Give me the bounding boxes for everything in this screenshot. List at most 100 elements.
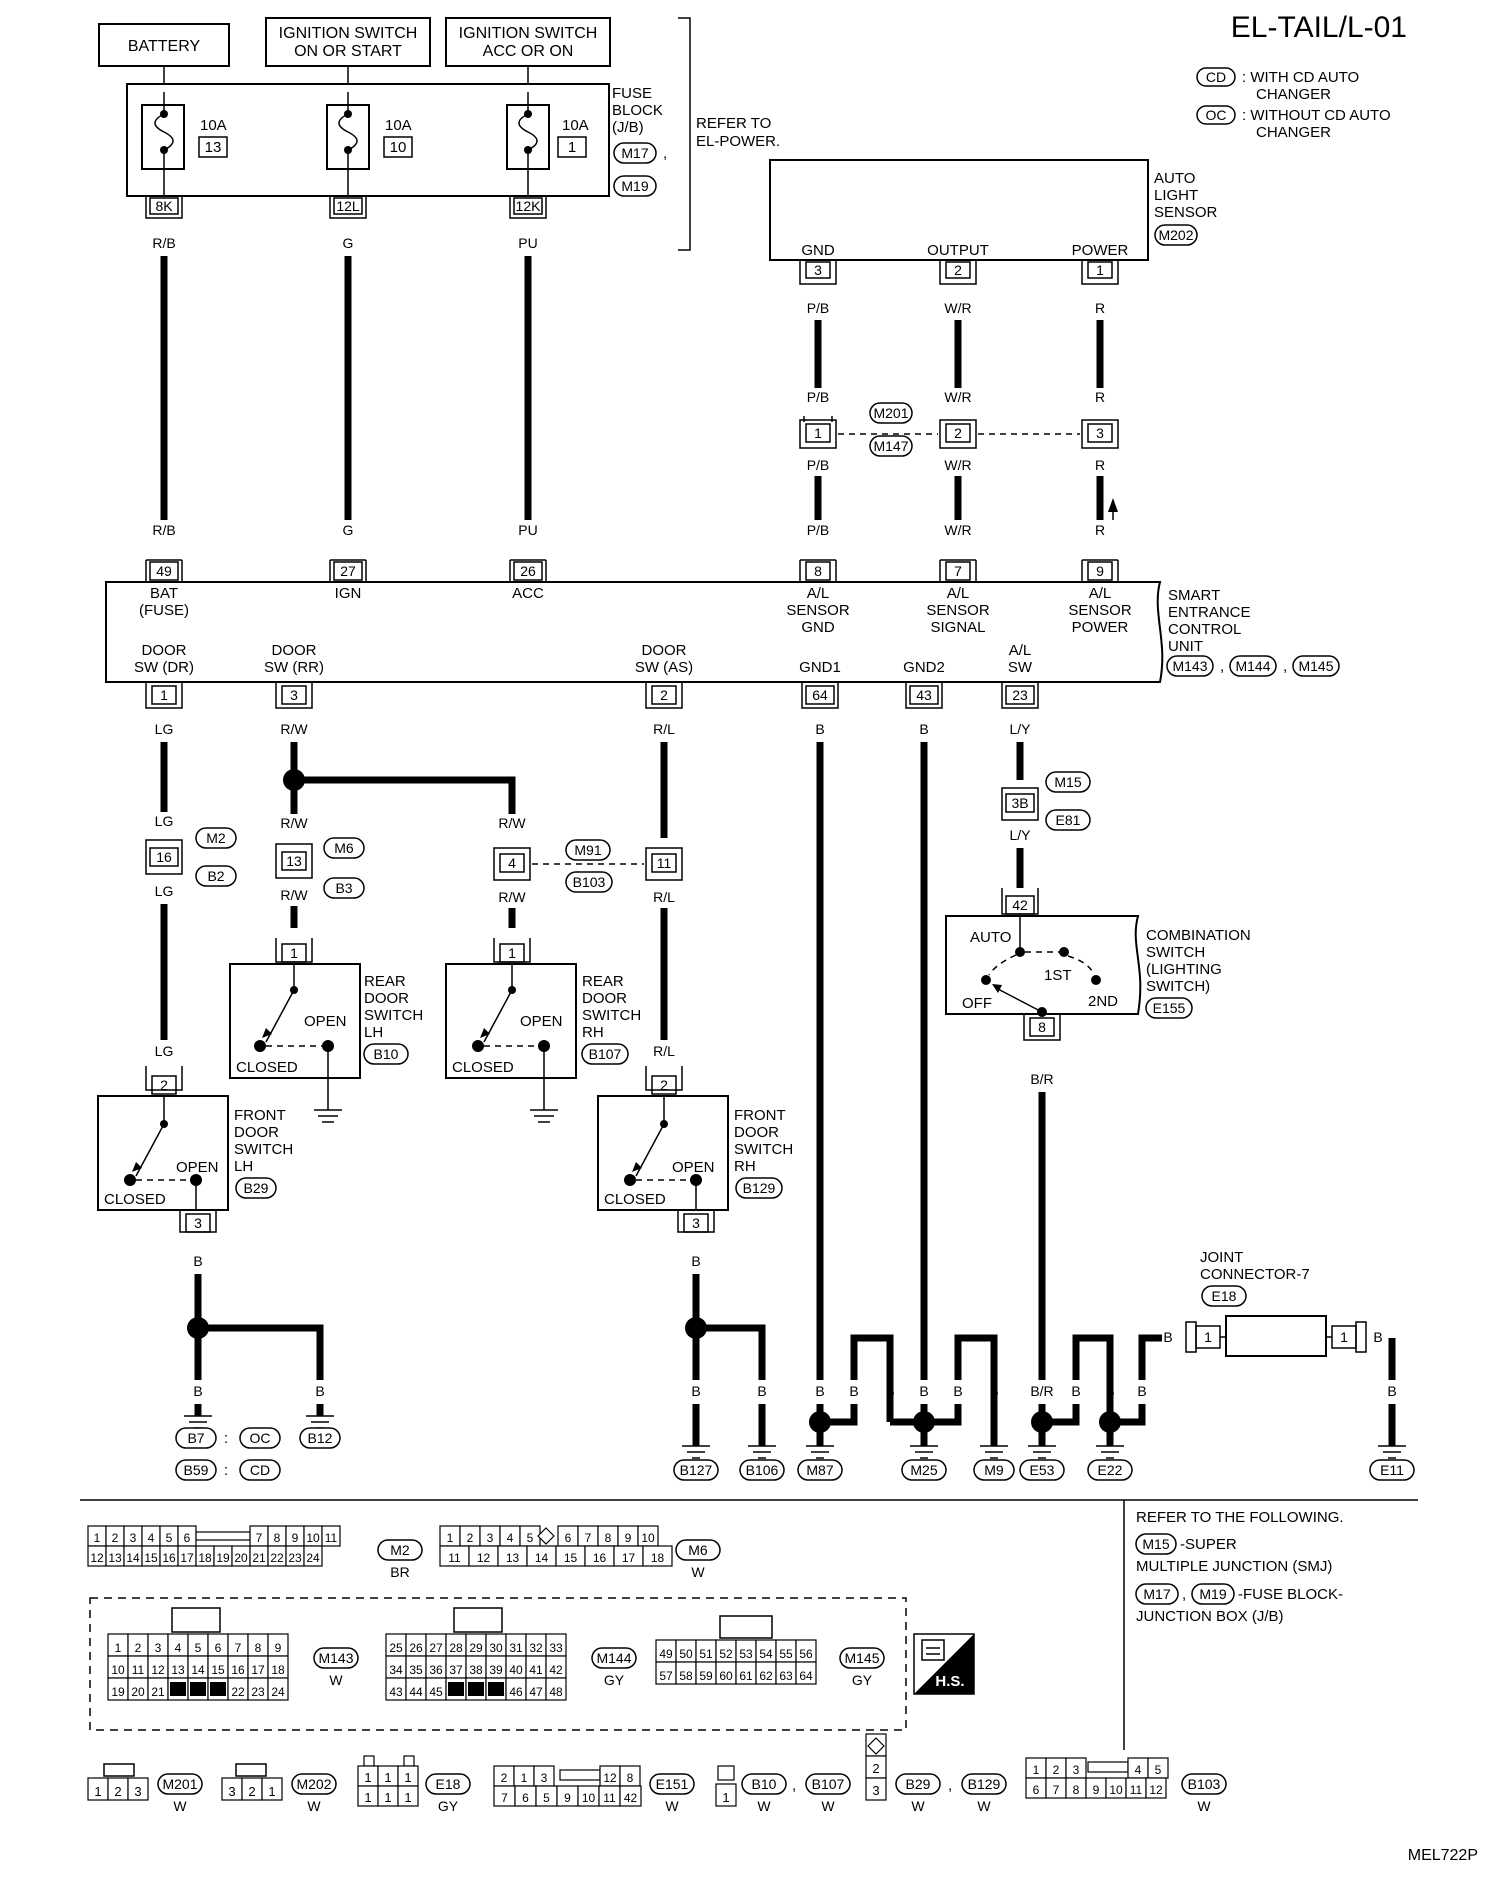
svg-text:BLOCK: BLOCK	[612, 102, 663, 119]
connector-pin: 7	[256, 1531, 263, 1545]
connector-pin: 17	[180, 1551, 194, 1565]
svg-text:GND: GND	[801, 242, 835, 259]
svg-text:IGNITION SWITCH: IGNITION SWITCH	[279, 25, 418, 42]
connector-pin: 4	[1135, 1763, 1142, 1777]
svg-text:1: 1	[160, 687, 168, 703]
ground-symbols	[184, 1415, 1406, 1459]
connector-pin: 14	[191, 1663, 205, 1677]
inline-connector-m2: 16 M2 B2	[145, 827, 237, 887]
svg-text:FRONT: FRONT	[734, 1107, 786, 1124]
svg-text:M9: M9	[984, 1462, 1004, 1478]
svg-text:M145: M145	[1298, 658, 1333, 674]
svg-text:(LIGHTING: (LIGHTING	[1146, 961, 1222, 978]
connector-pin: 14	[535, 1551, 549, 1565]
connector-pin: 12	[1149, 1783, 1163, 1797]
connector-pin: 8	[255, 1641, 262, 1655]
svg-text:B: B	[919, 721, 928, 737]
battery-box: BATTERY	[98, 23, 230, 67]
connector-name: M202	[296, 1776, 331, 1792]
connector-pin: 6	[522, 1791, 529, 1805]
connector-pin: 9	[292, 1531, 299, 1545]
svg-text:CD: CD	[1206, 69, 1226, 85]
ground-symbol	[1028, 1445, 1056, 1459]
connector-pin: 44	[409, 1685, 423, 1699]
svg-text:B59: B59	[184, 1462, 209, 1478]
connector-pin: 43	[389, 1685, 403, 1699]
svg-text:13: 13	[286, 853, 302, 869]
connector-pin: 11	[1130, 1783, 1143, 1797]
connector-pin: 9	[564, 1791, 571, 1805]
connector-pin: 9	[1093, 1783, 1100, 1797]
ground-symbol	[910, 1445, 938, 1459]
mid-connector-m201: 1 2 3 M201 M147	[799, 402, 1119, 457]
connector-pin: 42	[549, 1663, 563, 1677]
svg-text:LIGHT: LIGHT	[1154, 187, 1198, 204]
connector-pin: 60	[719, 1669, 733, 1683]
svg-text:43: 43	[916, 687, 932, 703]
svg-text:IGNITION SWITCH: IGNITION SWITCH	[459, 25, 598, 42]
connector-pin: 5	[1155, 1763, 1162, 1777]
svg-text:REFER TO THE FOLLOWING.: REFER TO THE FOLLOWING.	[1136, 1509, 1344, 1526]
connector-pin: 1	[521, 1771, 528, 1785]
svg-text:COMBINATION: COMBINATION	[1146, 927, 1251, 944]
connector-pin: 3	[487, 1531, 494, 1545]
connector-pin: 23	[251, 1685, 265, 1699]
conn-label-m19: M19	[621, 178, 648, 194]
connector-color: GY	[438, 1798, 459, 1814]
connector-pin: 12	[603, 1771, 617, 1785]
svg-text:LG: LG	[155, 813, 174, 829]
svg-text:AUTO: AUTO	[1154, 170, 1195, 187]
svg-text:W/R: W/R	[944, 300, 971, 316]
svg-text:B12: B12	[308, 1430, 333, 1446]
acc-switch-box: IGNITION SWITCH ACC OR ON	[445, 17, 611, 67]
svg-text:E18: E18	[1212, 1288, 1237, 1304]
svg-text:A/L: A/L	[947, 585, 970, 602]
svg-text:49: 49	[156, 563, 172, 579]
connector-pin: 16	[162, 1551, 176, 1565]
connector-pin: 1	[94, 1531, 101, 1545]
connector-pin: 27	[429, 1641, 443, 1655]
connector-pin: 42	[624, 1791, 638, 1805]
connector-name: B29	[906, 1776, 931, 1792]
svg-text:RH: RH	[734, 1158, 756, 1175]
svg-text:B/R: B/R	[1030, 1383, 1053, 1399]
connector-pin: 41	[529, 1663, 543, 1677]
svg-text:R/W: R/W	[498, 815, 526, 831]
svg-text:E81: E81	[1056, 812, 1081, 828]
legend: CD : WITH CD AUTO CHANGER OC : WITHOUT C…	[1196, 67, 1391, 141]
svg-text:B: B	[1071, 1383, 1080, 1399]
fuse-block: 10A 13 10A 10 10A 1	[126, 83, 610, 197]
svg-text:B: B	[815, 721, 824, 737]
connector-color: W	[329, 1672, 343, 1688]
connector-pin: 17	[251, 1663, 265, 1677]
svg-text:FUSE: FUSE	[612, 85, 652, 102]
connector-pin: 13	[108, 1551, 122, 1565]
connector-pin: 2	[1053, 1763, 1060, 1777]
connector-pin: 38	[469, 1663, 483, 1677]
svg-text:RH: RH	[582, 1024, 604, 1041]
connector-pin: 15	[144, 1551, 158, 1565]
connector-name: E18	[436, 1776, 461, 1792]
svg-text:B129: B129	[743, 1180, 776, 1196]
connector-pin: 49	[659, 1647, 673, 1661]
svg-text:PU: PU	[518, 235, 537, 251]
svg-text:GND2: GND2	[903, 659, 945, 676]
svg-text:2: 2	[660, 687, 668, 703]
sensor-terminals: 3 2 1	[799, 260, 1119, 285]
svg-text:B: B	[953, 1383, 962, 1399]
connector-pin: 62	[759, 1669, 773, 1683]
svg-text:IGN: IGN	[335, 585, 362, 602]
svg-text:B10: B10	[374, 1046, 399, 1062]
connector-pin: 32	[529, 1641, 543, 1655]
svg-text:W/R: W/R	[944, 389, 971, 405]
svg-text:M19: M19	[1199, 1586, 1226, 1602]
connector-color: W	[665, 1798, 679, 1814]
conn-label-m17: M17	[621, 145, 648, 161]
svg-text:12K: 12K	[516, 198, 542, 214]
svg-text:OPEN: OPEN	[520, 1013, 563, 1030]
connector-pin: 1	[94, 1784, 101, 1799]
svg-text:B/R: B/R	[1030, 1071, 1053, 1087]
connector-pin: 2	[112, 1531, 119, 1545]
connector-pin: 10	[306, 1531, 320, 1545]
svg-text:CHANGER: CHANGER	[1256, 124, 1331, 141]
